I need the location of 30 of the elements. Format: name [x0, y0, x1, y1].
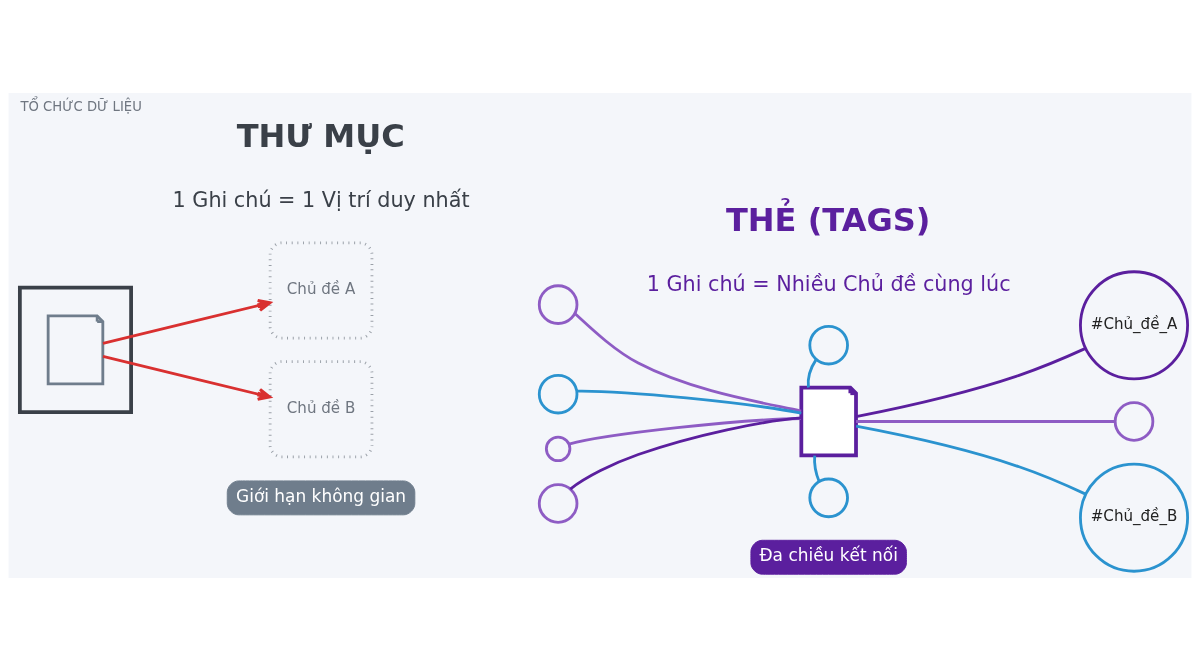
connector — [577, 389, 802, 414]
node-circle: #Chủ_đề_B — [1079, 462, 1189, 573]
diagram-title: TỔ CHỨC DỮ LIỆU — [20, 98, 142, 114]
node-circle — [544, 435, 572, 462]
label: 1 Ghi chú = Nhiều Chủ đề cùng lúc — [646, 271, 1011, 296]
node-circle — [808, 477, 849, 518]
node-circle: #Chủ_đề_A — [1079, 269, 1189, 380]
connector — [856, 419, 1115, 423]
connector — [806, 358, 818, 388]
label: THƯ MỤC — [236, 116, 405, 155]
arrow — [102, 298, 272, 345]
node-circle — [537, 283, 579, 325]
connector — [573, 311, 802, 412]
node-circle — [537, 482, 579, 524]
connector — [855, 424, 1087, 495]
connector — [569, 416, 802, 490]
arrow — [102, 354, 272, 401]
label: Đa chiều kết nối — [759, 544, 898, 565]
node-circle — [537, 373, 579, 414]
node-circle — [1113, 400, 1155, 442]
label: THẺ (TAGS) — [725, 200, 931, 239]
node-box: Chủ đề A — [268, 240, 374, 339]
node-circle — [808, 324, 849, 365]
cluster — [18, 285, 133, 414]
connector — [568, 416, 802, 445]
label: Giới hạn không gian — [236, 485, 407, 506]
connector — [813, 455, 821, 482]
node-box: Chủ đề B — [268, 359, 374, 458]
connector — [855, 346, 1087, 418]
label: 1 Ghi chú = 1 Vị trí duy nhất — [172, 187, 470, 212]
